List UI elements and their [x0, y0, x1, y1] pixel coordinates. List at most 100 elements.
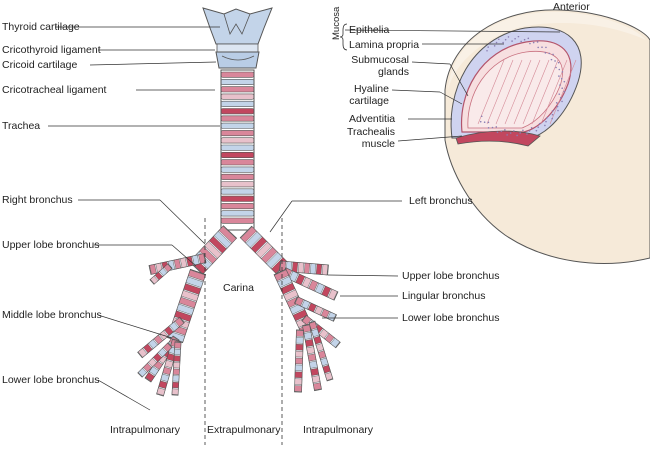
cartilage-striation: [504, 59, 532, 125]
bronchial-ring: [145, 372, 155, 382]
submucosal-gland-dot: [560, 77, 563, 80]
bronchial-ring: [171, 388, 179, 395]
bronchial-ring: [174, 317, 185, 327]
bronchial-ring: [209, 236, 227, 254]
bronchial-ring: [198, 253, 206, 264]
left-lower-branch-e: [308, 320, 334, 382]
bronchial-ring: [295, 273, 306, 286]
bronchial-ring: [324, 333, 335, 344]
submucosal-gland-dot: [551, 113, 554, 116]
bronchial-ring: [160, 373, 170, 382]
bronchial-ring: [174, 310, 192, 322]
submucosal-gland-dot: [479, 120, 482, 123]
bronchial-ring: [319, 328, 329, 339]
submucosal-gland-dot: [541, 46, 543, 49]
submucosal-gland-dot: [545, 117, 548, 119]
submucosal-gland-dot: [535, 129, 538, 132]
label-right-upper-lobe-bronchus: Upper lobe bronchus: [2, 239, 100, 251]
leader-hyaline-cartilage-a: [391, 89, 441, 93]
submucosal-gland-dot: [558, 93, 561, 95]
submucosal-gland-dot: [529, 42, 531, 45]
tracheal-ring: [220, 159, 255, 166]
lumen: [467, 50, 563, 129]
submucosal-gland-dot: [480, 115, 483, 118]
label-carina: Carina: [223, 282, 254, 294]
submucosal-gland-dot: [523, 38, 526, 41]
bronchial-ring: [240, 226, 257, 243]
leader-lines: [48, 23, 561, 411]
bronchial-ring: [148, 339, 158, 349]
cross-section: [444, 9, 650, 264]
bronchial-ring: [295, 350, 304, 358]
label-cricotracheal-ligament: Cricotracheal ligament: [2, 84, 107, 96]
lingular-bronchus: [281, 267, 339, 301]
bronchial-ring: [159, 267, 168, 277]
submucosal-gland-dot: [495, 41, 498, 44]
cartilage-striation: [549, 59, 577, 125]
label-right-intrapulmonary: Intrapulmonary: [303, 424, 374, 436]
tracheal-ring: [220, 122, 255, 129]
submucosal-gland-dot: [530, 127, 533, 129]
bronchial-ring: [185, 276, 204, 288]
submucosal-gland-dot: [497, 38, 500, 41]
bronchial-ring: [204, 241, 222, 259]
bronchial-ring: [138, 368, 147, 377]
submucosal-gland-dot: [502, 41, 504, 44]
label-left-bronchus: Left bronchus: [409, 195, 473, 207]
submucosal-gland-dot: [551, 117, 553, 120]
label-left-upper-lobe-bronchus: Upper lobe bronchus: [402, 270, 500, 282]
bronchial-ring: [173, 355, 181, 362]
bronchial-ring: [315, 343, 324, 352]
label-cricoid-cartilage: Cricoid cartilage: [2, 59, 78, 71]
bronchial-ring: [172, 381, 179, 389]
submucosal-gland-dot: [527, 37, 530, 40]
tracheal-ring: [220, 173, 255, 180]
left-lower-branch-c: [302, 323, 322, 392]
bronchial-ring: [179, 257, 188, 268]
tracheal-ring: [220, 79, 255, 86]
bronchial-ring: [307, 302, 317, 313]
leader-hyaline-cartilage-b: [439, 91, 463, 105]
submucosal-gland-dot: [507, 36, 510, 38]
submucosal-gland-dot: [537, 126, 540, 128]
bronchial-ring: [294, 371, 303, 378]
submucosal-gland-dot: [558, 75, 560, 77]
submucosal-gland-dot: [538, 122, 541, 125]
submucosal-gland-dot: [544, 124, 546, 127]
bronchial-ring: [172, 375, 180, 382]
tracheal-ring: [220, 144, 255, 151]
cartilage-striation: [522, 59, 550, 125]
label-anterior: Anterior: [553, 1, 590, 13]
cartilage-striation: [495, 59, 523, 125]
cricothyroid-ligament-shape: [216, 43, 259, 53]
bronchial-ring: [294, 296, 304, 307]
submucosal-gland-dot: [548, 52, 551, 55]
leader-submucosal-glands-b: [449, 63, 469, 97]
bronchial-ring: [297, 262, 305, 274]
cartilage-striation: [486, 59, 514, 125]
bronchial-ring: [277, 276, 293, 288]
submucosal-gland-dot: [544, 52, 547, 54]
right-lower-branch-d: [171, 341, 182, 396]
cartilage-striation: [531, 59, 559, 125]
bronchial-ring: [313, 335, 322, 345]
bronchial-ring: [303, 331, 313, 340]
submucosal-gland-dot: [561, 71, 564, 73]
submucosal-gland-dot: [500, 130, 503, 133]
submucosal-gland-dot: [517, 35, 520, 38]
submucosal-gland-dot: [552, 53, 554, 56]
bronchial-ring: [213, 231, 232, 249]
bronchial-ring: [174, 348, 181, 356]
leader-epithelia: [344, 29, 561, 33]
bronchial-ring: [199, 246, 217, 264]
bronchial-ring: [158, 348, 167, 357]
bronchial-ring: [294, 385, 302, 392]
tracheal-ring: [220, 71, 255, 78]
bronchial-ring: [153, 334, 164, 345]
submucosal-gland-dot: [563, 80, 566, 83]
submucosal-gland-dot: [561, 87, 563, 90]
airway-structures: [137, 7, 341, 445]
tracheal-ring: [220, 188, 255, 195]
cartilage-striation: [513, 59, 541, 125]
